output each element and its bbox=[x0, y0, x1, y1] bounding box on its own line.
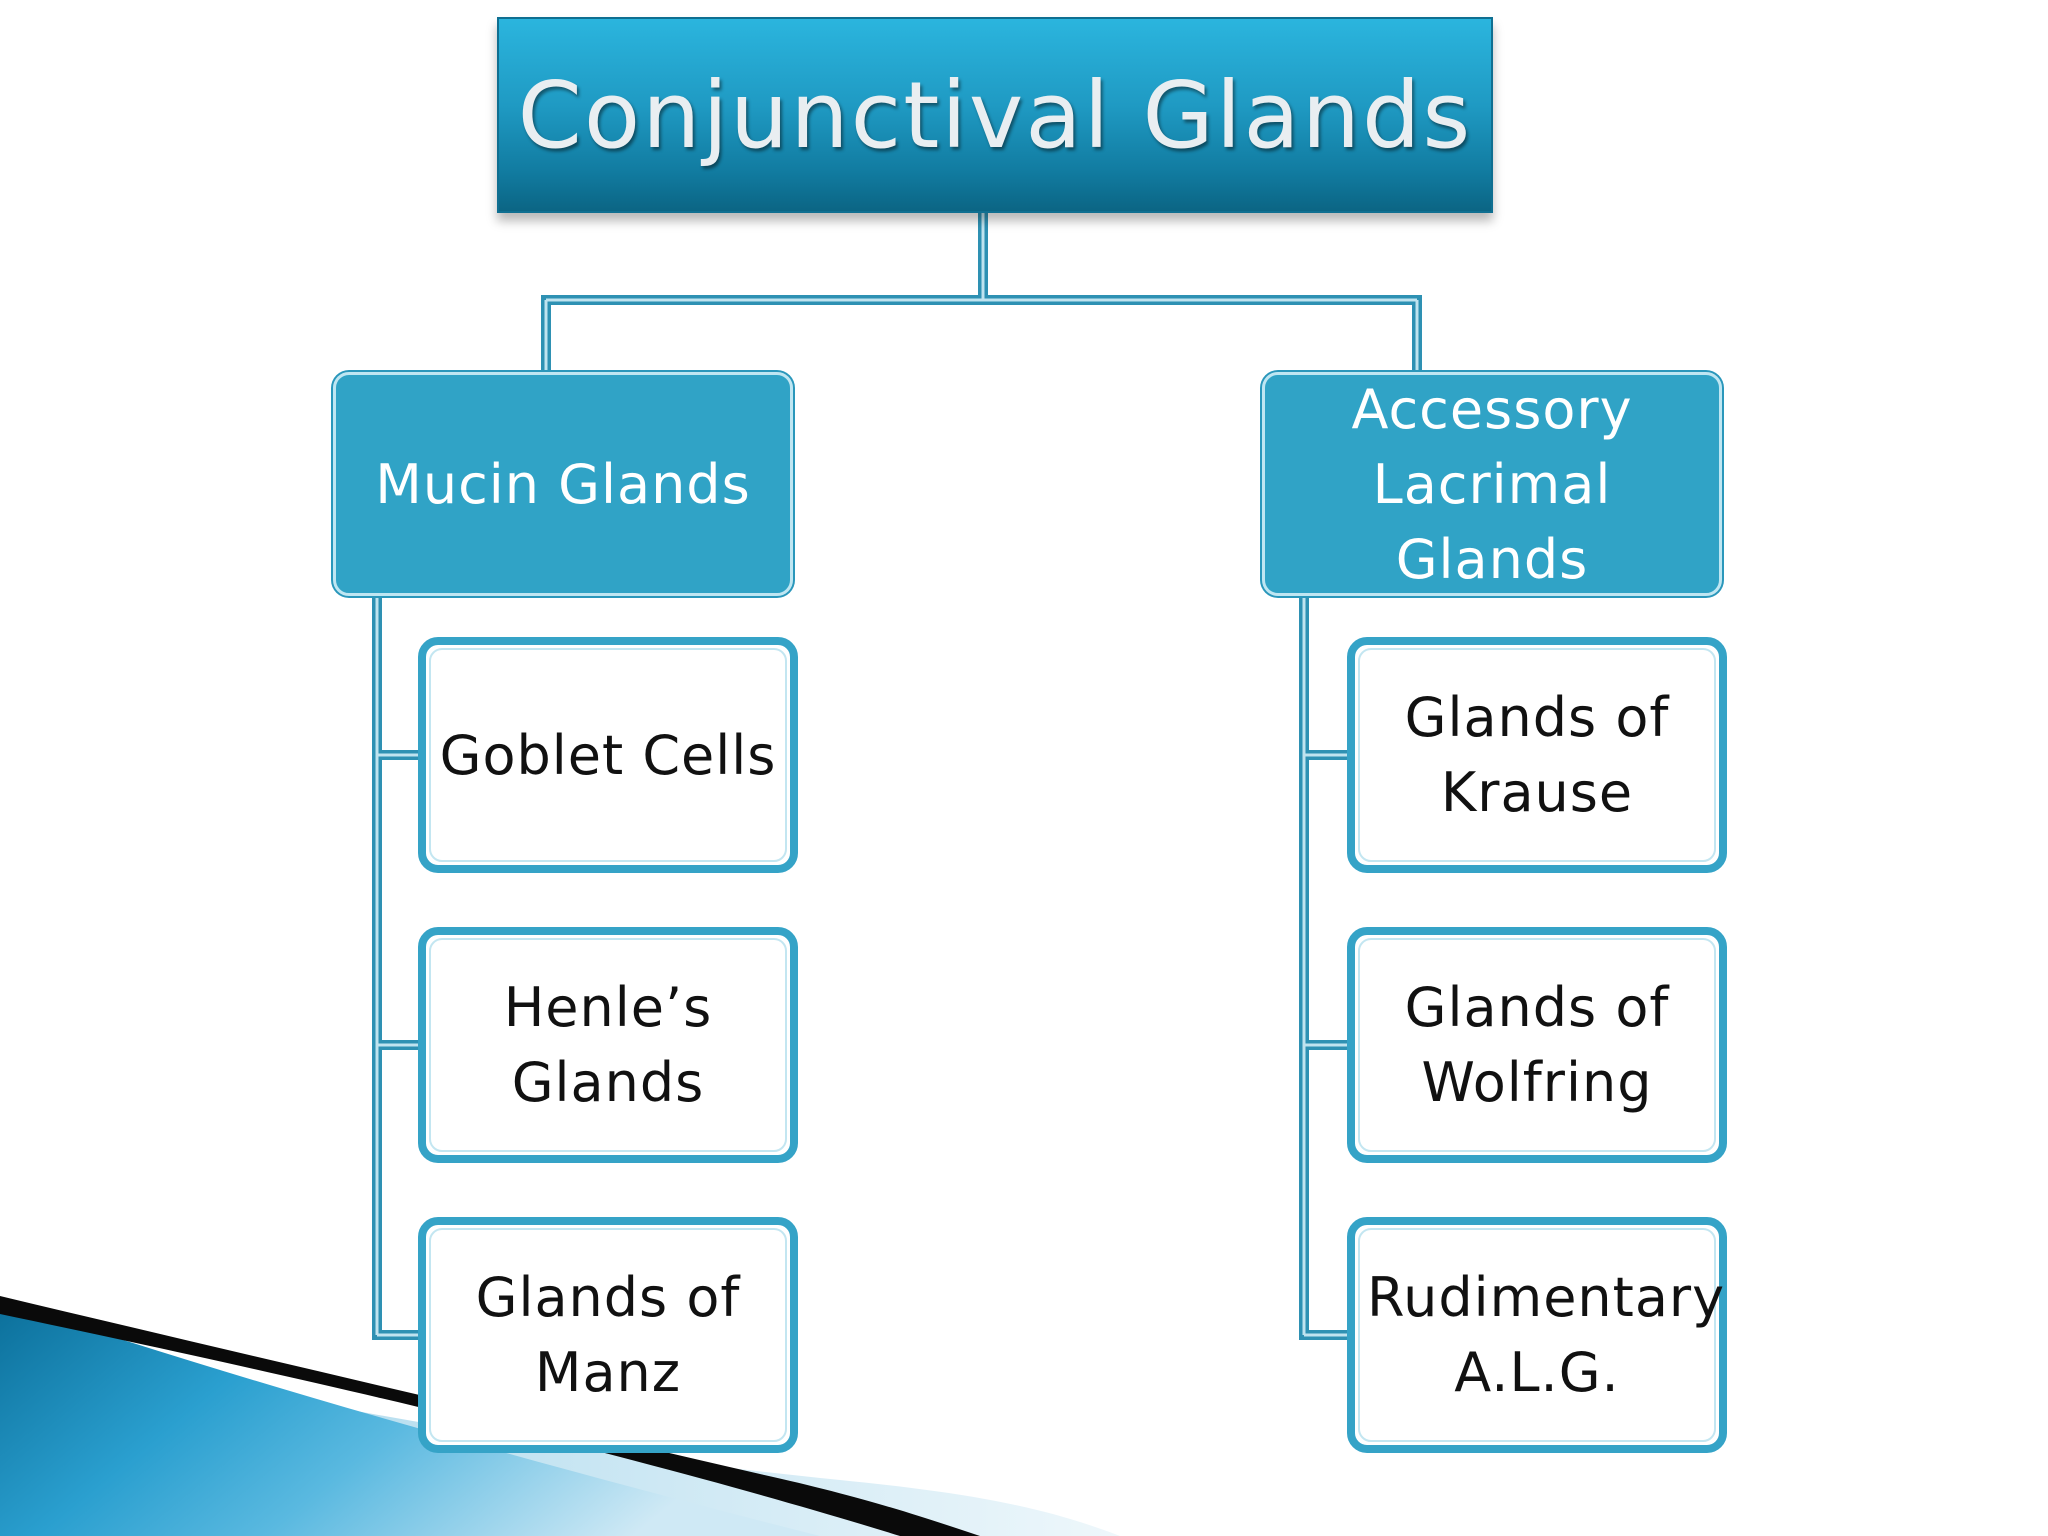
branch-label: Mucin Glands bbox=[375, 452, 751, 516]
leaf-node-rudimentary-alg: Rudimentary A.L.G. bbox=[1347, 1217, 1727, 1453]
leaf-node-glands-of-krause: Glands of Krause bbox=[1347, 637, 1727, 873]
leaf-node-henles-glands: Henle’s Glands bbox=[418, 927, 798, 1163]
leaf-node-goblet-cells: Goblet Cells bbox=[418, 637, 798, 873]
leaf-node-glands-of-manz: Glands of Manz bbox=[418, 1217, 798, 1453]
leaf-label: Goblet Cells bbox=[439, 723, 777, 787]
diagram-title: Conjunctival Glands bbox=[517, 61, 1473, 169]
leaf-label: Glands of Manz bbox=[475, 1266, 741, 1404]
leaf-node-glands-of-wolfring: Glands of Wolfring bbox=[1347, 927, 1727, 1163]
leaf-label: Glands of Wolfring bbox=[1404, 976, 1670, 1114]
leaf-label: Henle’s Glands bbox=[503, 976, 713, 1114]
leaf-label: Glands of Krause bbox=[1404, 686, 1670, 824]
leaf-label: Rudimentary A.L.G. bbox=[1367, 1266, 1726, 1404]
branch-label: Accessory Lacrimal Glands bbox=[1351, 377, 1633, 591]
branch-node-mucin-glands: Mucin Glands bbox=[333, 372, 793, 596]
branch-node-accessory-lacrimal-glands: Accessory Lacrimal Glands bbox=[1262, 372, 1722, 596]
root-node: Conjunctival Glands bbox=[497, 17, 1493, 213]
